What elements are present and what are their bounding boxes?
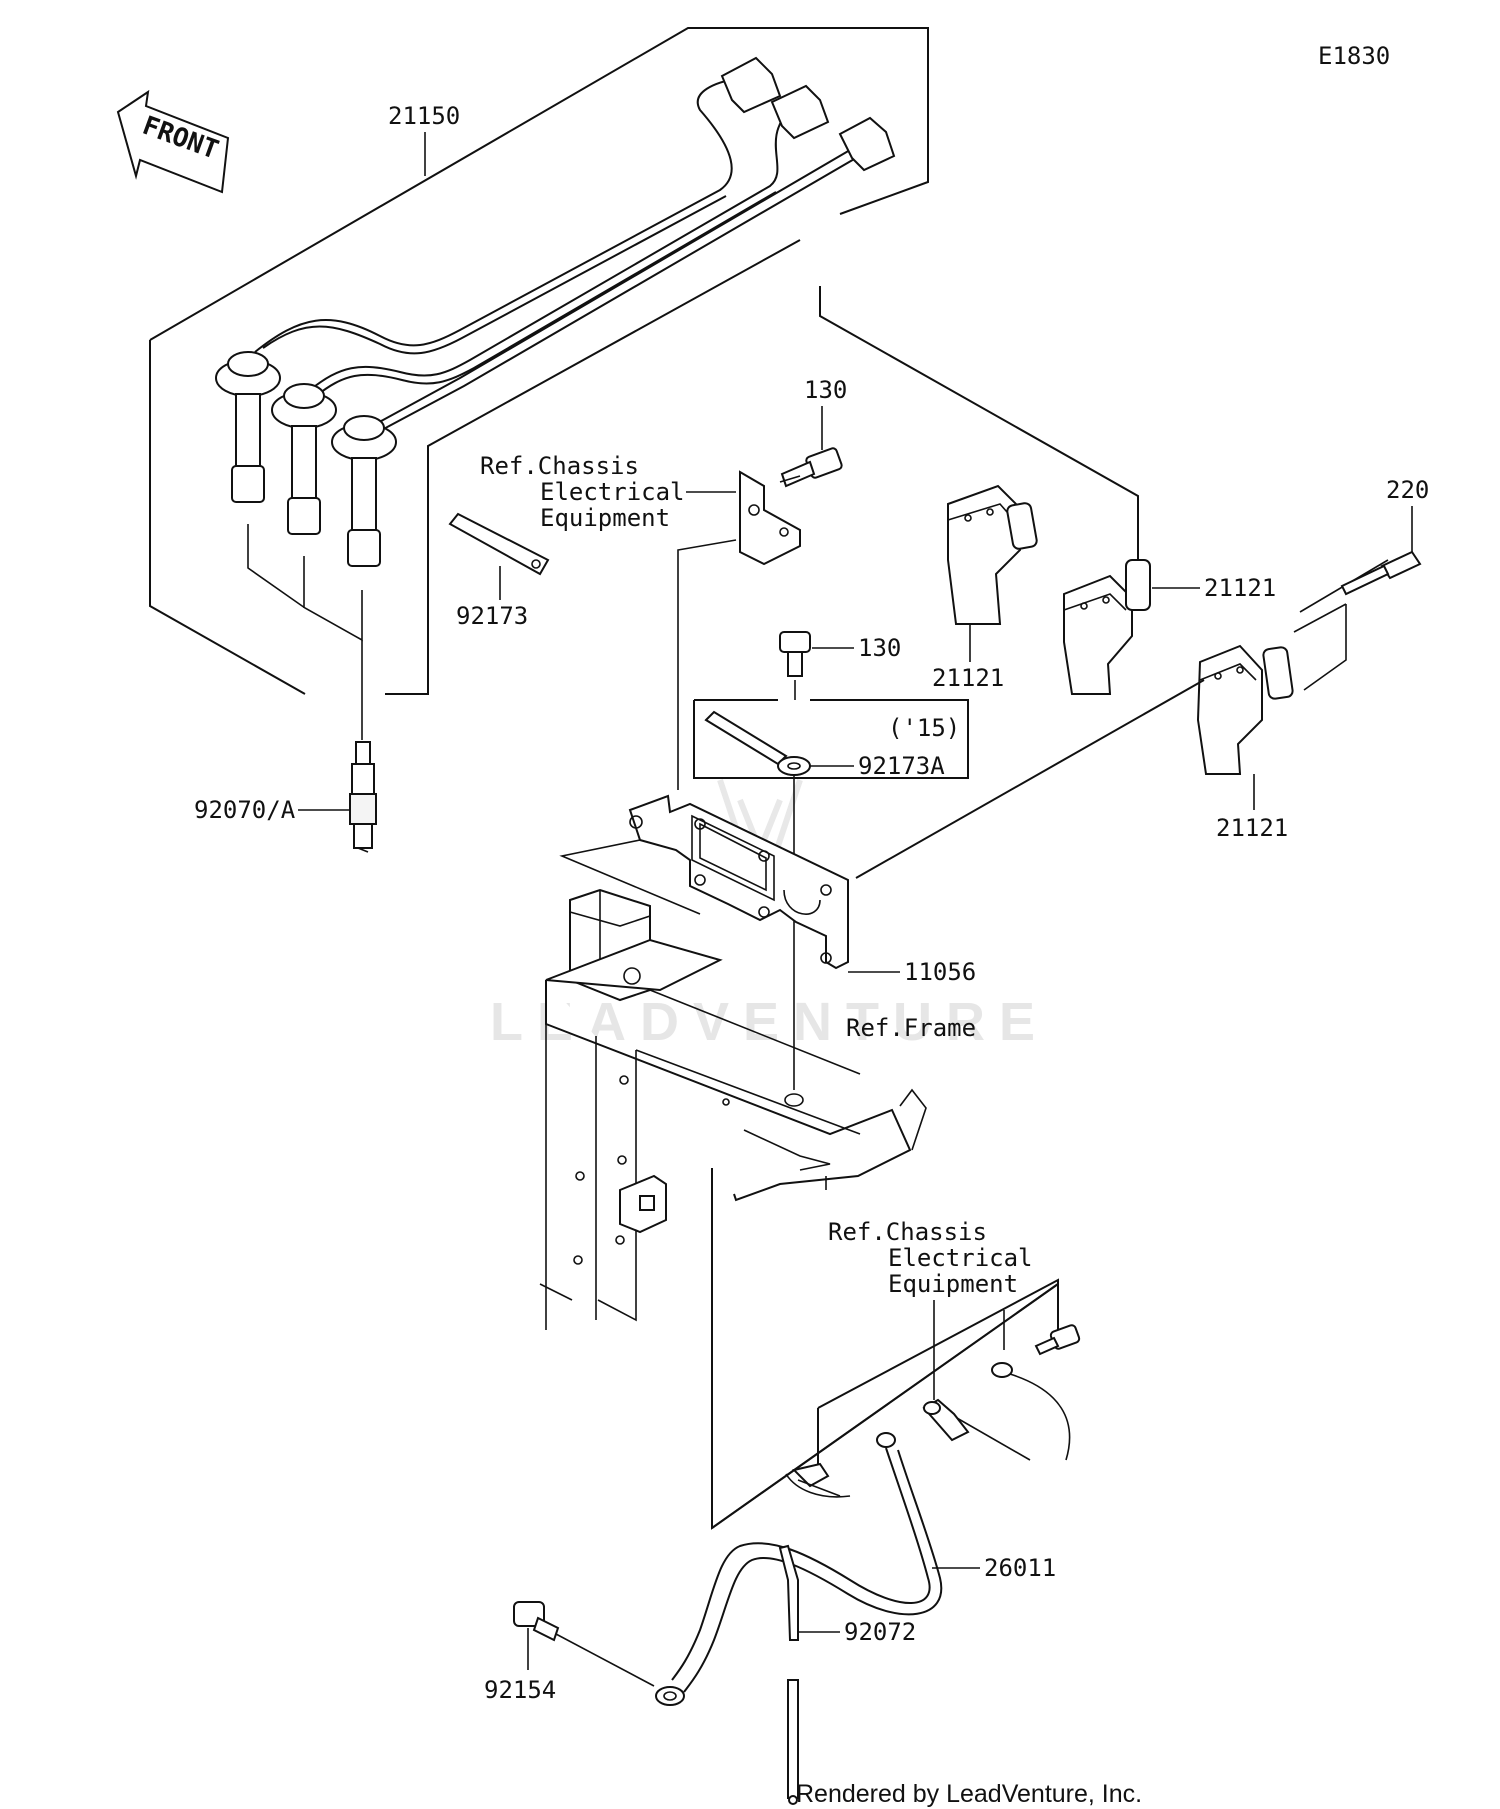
spark-plug-leads [215, 56, 896, 567]
callout-130-upper: 130 [804, 376, 847, 404]
callout-130-middle: 130 [858, 634, 901, 662]
callout-21150: 21150 [388, 102, 460, 130]
ignition-coil-2 [1063, 559, 1151, 695]
ignition-coil-1 [947, 484, 1038, 625]
ref-chassis-2-line1: Ref.Chassis [828, 1218, 987, 1246]
mount-bracket [739, 470, 801, 566]
cable-tie-92072 [778, 1544, 799, 1805]
callout-11056: 11056 [904, 958, 976, 986]
plug-boot-1 [215, 351, 281, 503]
variant-box-15 [693, 699, 969, 779]
callout-15: ('15) [888, 714, 960, 742]
ref-frame: Ref.Frame [846, 1014, 976, 1042]
frame-structure [539, 888, 927, 1330]
callout-21121-left: 21121 [932, 664, 1004, 692]
callout-21121-right-bottom: 21121 [1216, 814, 1288, 842]
bolt-92154-icon [513, 1601, 560, 1642]
bolt-130-upper-icon [780, 447, 843, 488]
callout-92154: 92154 [484, 1676, 556, 1704]
callout-92173: 92173 [456, 602, 528, 630]
ref-chassis-2-line2: Electrical [888, 1244, 1033, 1272]
plug-boot-2 [271, 383, 337, 535]
diagram-code: E1830 [1318, 42, 1390, 70]
plug-boot-3 [331, 415, 397, 567]
strap-92173a [704, 710, 811, 776]
callout-92070: 92070/A [194, 796, 296, 824]
bolt-220-icon [1340, 550, 1422, 596]
ground-cables [785, 1362, 1071, 1498]
callout-26011: 26011 [984, 1554, 1056, 1582]
callout-92072: 92072 [844, 1618, 916, 1646]
coil-bracket-11056 [628, 794, 849, 970]
bolt-130-middle-icon [779, 631, 811, 677]
callout-220: 220 [1386, 476, 1429, 504]
callout-21121-right-top: 21121 [1204, 574, 1276, 602]
ground-bolt-icon [1034, 1324, 1081, 1356]
ref-chassis-1-line2: Electrical [540, 478, 685, 506]
ref-chassis-1-line3: Equipment [540, 504, 670, 532]
ignition-coil-3 [1196, 644, 1294, 775]
spark-plug [349, 741, 377, 853]
lead-group-outline [149, 27, 929, 695]
callout-92173a: 92173A [858, 752, 945, 780]
front-arrow-icon: FRONT [116, 89, 230, 194]
ref-chassis-2-line3: Equipment [888, 1270, 1018, 1298]
ground-cable-26011 [655, 1432, 943, 1706]
render-credit: Rendered by LeadVenture, Inc. [796, 1780, 1142, 1808]
strap-92173 [448, 512, 550, 576]
ref-chassis-1-line1: Ref.Chassis [480, 452, 639, 480]
